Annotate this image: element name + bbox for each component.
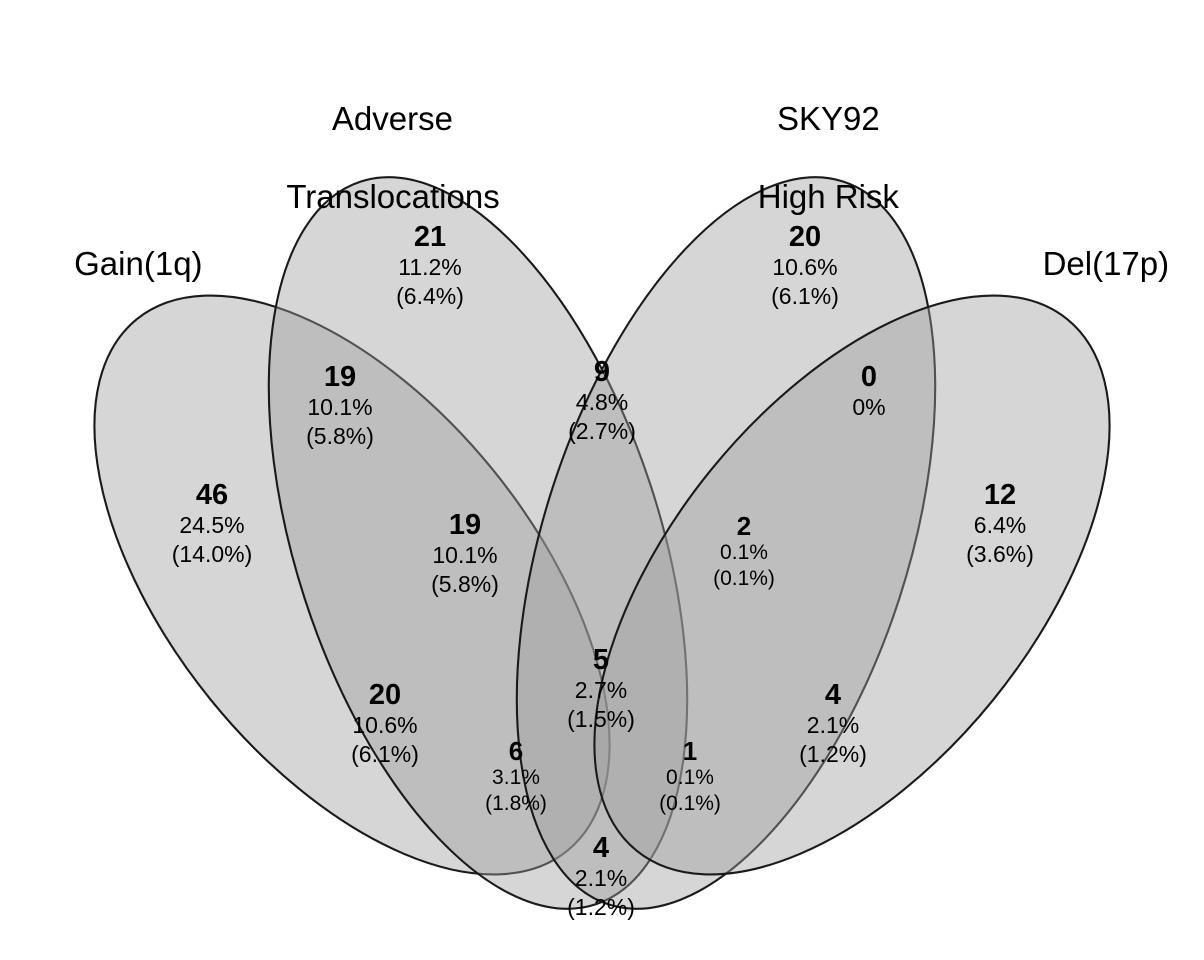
region-ABD-pct: 0.1%: [666, 766, 714, 789]
region-BC-pct2: (2.7%): [568, 418, 636, 444]
region-label-ACD: 6 3.1% (1.8%): [485, 737, 547, 817]
region-BCD-count: 2: [736, 511, 752, 541]
region-label-A: 46 24.5% (14.0%): [172, 480, 253, 569]
region-A-pct: 24.5%: [179, 512, 245, 538]
region-AB-pct2: (5.8%): [306, 423, 374, 449]
region-BCD-pct: 0.1%: [720, 541, 768, 564]
region-A-count: 46: [195, 479, 229, 511]
region-BD-pct: 2.1%: [806, 712, 860, 738]
set-label-adverse-line2: Translocations: [286, 178, 500, 215]
region-D-pct: 6.4%: [973, 512, 1027, 538]
region-AC-count: 20: [368, 679, 402, 711]
region-ABCD-pct: 2.7%: [574, 677, 628, 703]
region-label-CD: 0 0%: [852, 362, 885, 422]
region-ACD-pct2: (1.8%): [485, 792, 547, 815]
set-label-adverse-translocations: Adverse Translocations: [250, 60, 500, 255]
region-B-pct: 11.2%: [398, 254, 462, 280]
ellipse-del17p: [593, 294, 1111, 876]
region-label-D: 12 6.4% (3.6%): [966, 480, 1034, 569]
region-D-count: 12: [983, 479, 1017, 511]
region-CD-count: 0: [860, 361, 878, 393]
region-ABC-count: 19: [448, 509, 482, 541]
region-label-BD: 4 2.1% (1.2%): [799, 680, 867, 769]
region-ABD-pct2: (0.1%): [659, 792, 721, 815]
region-C-count: 20: [788, 221, 822, 253]
set-label-sky92-line1: SKY92: [776, 100, 880, 137]
set-label-gain1q: Gain(1q): [10, 205, 230, 322]
region-AD-count: 4: [592, 832, 610, 864]
ellipse-gain1q: [93, 294, 611, 876]
ellipse-adverse-translocations: [267, 176, 689, 910]
region-BC-count: 9: [593, 356, 611, 388]
region-ABC-pct: 10.1%: [432, 542, 498, 568]
region-AD-pct2: (1.2%): [567, 894, 635, 920]
region-label-AD: 4 2.1% (1.2%): [567, 833, 635, 922]
region-label-C: 20 10.6% (6.1%): [771, 222, 839, 311]
region-AC-pct: 10.6%: [352, 712, 418, 738]
region-CD-pct: 0%: [852, 394, 886, 420]
region-label-BCD: 2 0.1% (0.1%): [713, 512, 775, 592]
set-label-gain1q-text: Gain(1q): [74, 245, 203, 282]
region-label-B: 21 11.2% (6.4%): [396, 222, 464, 311]
region-BD-pct2: (1.2%): [799, 741, 867, 767]
region-ABCD-count: 5: [592, 644, 610, 676]
region-label-ABCD: 5 2.7% (1.5%): [567, 645, 635, 734]
region-ABD-count: 1: [682, 736, 698, 766]
set-label-sky92-high-risk: SKY92 High Risk: [690, 60, 930, 255]
region-ABC-pct2: (5.8%): [431, 571, 499, 597]
region-AD-pct: 2.1%: [574, 865, 628, 891]
region-C-pct: 10.6%: [772, 254, 838, 280]
ellipse-sky92-high-risk: [515, 176, 937, 910]
region-label-BC: 9 4.8% (2.7%): [568, 357, 636, 446]
region-AB-pct: 10.1%: [307, 394, 373, 420]
region-BC-pct: 4.8%: [575, 389, 629, 415]
region-label-AB: 19 10.1% (5.8%): [306, 362, 374, 451]
region-A-pct2: (14.0%): [171, 541, 253, 567]
region-AC-pct2: (6.1%): [351, 741, 419, 767]
region-B-pct2: (6.4%): [396, 283, 464, 309]
region-BCD-pct2: (0.1%): [713, 567, 775, 590]
region-ACD-pct: 3.1%: [492, 766, 540, 789]
region-ACD-count: 6: [508, 736, 524, 766]
region-label-ABC: 19 10.1% (5.8%): [431, 510, 499, 599]
region-label-AC: 20 10.6% (6.1%): [351, 680, 419, 769]
region-D-pct2: (3.6%): [966, 541, 1034, 567]
set-label-del17p-text: Del(17p): [1042, 245, 1170, 282]
set-label-sky92-line2: High Risk: [757, 178, 899, 215]
region-AB-count: 19: [323, 361, 357, 393]
set-label-adverse-line1: Adverse: [331, 100, 453, 137]
set-label-del17p: Del(17p): [975, 205, 1200, 322]
region-B-count: 21: [413, 221, 447, 253]
region-BD-count: 4: [824, 679, 842, 711]
region-C-pct2: (6.1%): [771, 283, 839, 309]
region-ABCD-pct2: (1.5%): [567, 706, 635, 732]
region-label-ABD: 1 0.1% (0.1%): [659, 737, 721, 817]
